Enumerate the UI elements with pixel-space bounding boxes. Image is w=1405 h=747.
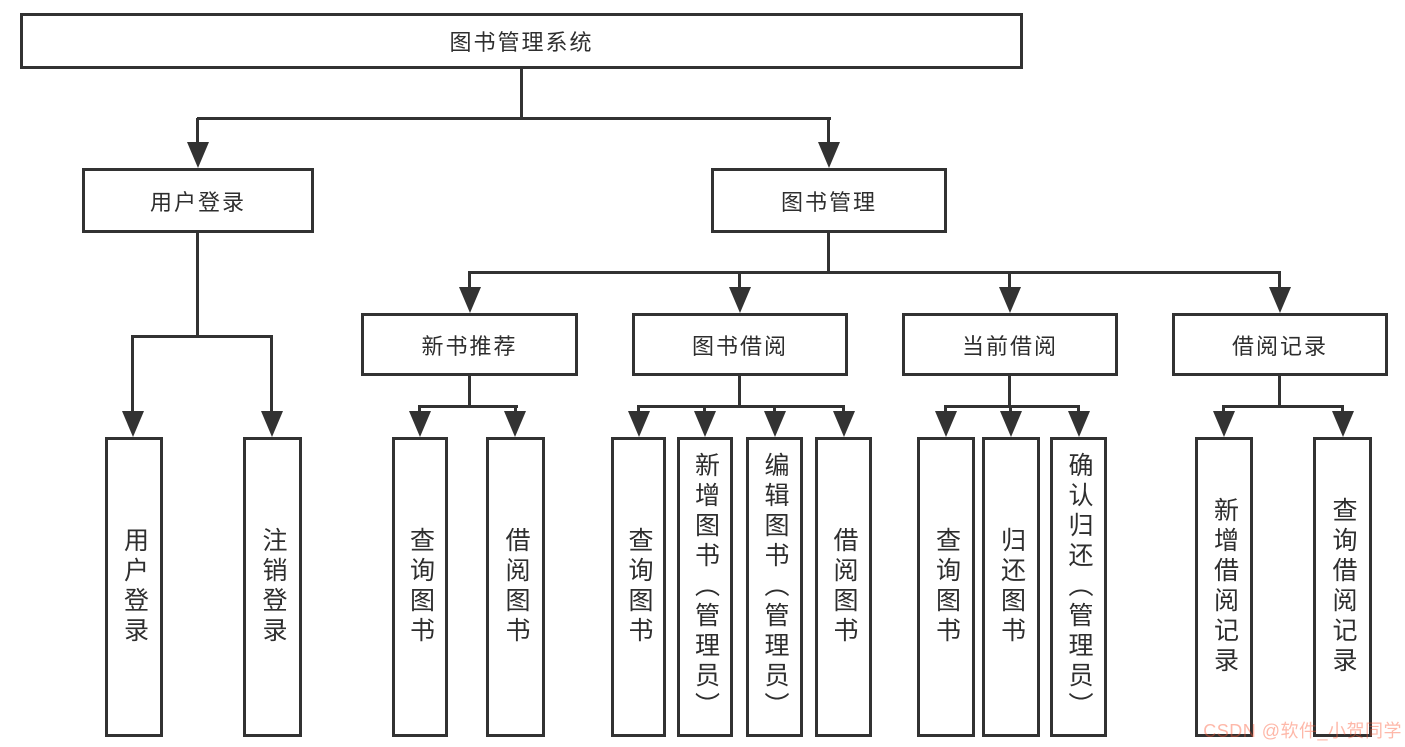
node-query-books: 查询图书 bbox=[917, 437, 975, 737]
connector-line bbox=[703, 405, 706, 415]
node-add-borrow-record: 新增借阅记录 bbox=[1195, 437, 1253, 737]
node-label: 新增图书（管理员） bbox=[691, 452, 720, 722]
node-label: 注销登录 bbox=[259, 527, 287, 647]
node-book-borrow: 图书借阅 bbox=[632, 313, 848, 376]
node-label: 确认归还（管理员） bbox=[1065, 452, 1093, 722]
node-borrow-books: 借阅图书 bbox=[486, 437, 545, 737]
arrow-down-icon bbox=[694, 411, 716, 437]
node-user-login-leaf: 用户登录 bbox=[105, 437, 163, 737]
arrow-down-icon bbox=[1000, 411, 1022, 437]
node-current-borrow: 当前借阅 bbox=[902, 313, 1118, 376]
connector-line bbox=[1222, 405, 1225, 415]
node-label: 借阅记录 bbox=[1231, 333, 1328, 359]
node-label: 查询图书 bbox=[625, 527, 653, 647]
node-logout: 注销登录 bbox=[243, 437, 302, 737]
connector-line bbox=[468, 271, 471, 289]
node-label: 查询图书 bbox=[406, 527, 435, 647]
node-borrow-records: 借阅记录 bbox=[1172, 313, 1388, 376]
arrow-down-icon bbox=[187, 142, 209, 168]
node-user-login: 用户登录 bbox=[82, 168, 314, 233]
node-label: 图书管理 bbox=[780, 189, 877, 215]
arrow-down-icon bbox=[1332, 411, 1354, 437]
node-query-books: 查询图书 bbox=[611, 437, 666, 737]
node-label: 用户登录 bbox=[149, 189, 246, 215]
connector-line bbox=[1278, 271, 1281, 289]
node-label: 新增借阅记录 bbox=[1210, 497, 1239, 677]
connector-line bbox=[469, 271, 1281, 274]
node-label: 当前借阅 bbox=[961, 333, 1058, 359]
arrow-down-icon bbox=[999, 287, 1021, 313]
connector-line bbox=[738, 271, 741, 289]
arrow-down-icon bbox=[764, 411, 786, 437]
connector-line bbox=[827, 232, 830, 274]
connector-line bbox=[1222, 405, 1344, 408]
node-confirm-return-admin: 确认归还（管理员） bbox=[1050, 437, 1107, 737]
arrow-down-icon bbox=[261, 411, 283, 437]
connector-line bbox=[418, 405, 518, 408]
node-label: 查询图书 bbox=[932, 527, 961, 647]
connector-line bbox=[514, 405, 517, 415]
node-label: 借阅图书 bbox=[502, 527, 530, 647]
connector-line bbox=[196, 232, 199, 338]
connector-line bbox=[773, 405, 776, 415]
node-label: 查询借阅记录 bbox=[1329, 497, 1357, 677]
arrow-down-icon bbox=[1068, 411, 1090, 437]
arrow-down-icon bbox=[833, 411, 855, 437]
connector-line bbox=[944, 405, 1080, 408]
node-edit-books-admin: 编辑图书（管理员） bbox=[746, 437, 803, 737]
connector-line bbox=[468, 376, 471, 408]
node-label: 编辑图书（管理员） bbox=[761, 452, 789, 722]
arrow-down-icon bbox=[1213, 411, 1235, 437]
connector-line bbox=[738, 376, 741, 408]
connector-line bbox=[520, 69, 523, 119]
connector-line bbox=[196, 118, 199, 145]
node-new-book-recommend: 新书推荐 bbox=[361, 313, 578, 376]
connector-line bbox=[270, 335, 273, 415]
arrow-down-icon bbox=[1269, 287, 1291, 313]
watermark: CSDN @软件_小贺同学 bbox=[1203, 721, 1402, 741]
connector-line bbox=[1341, 405, 1344, 415]
connector-line bbox=[197, 117, 831, 120]
node-query-borrow-record: 查询借阅记录 bbox=[1313, 437, 1372, 737]
arrow-down-icon bbox=[935, 411, 957, 437]
connector-line bbox=[131, 335, 273, 338]
node-label: 借阅图书 bbox=[830, 527, 858, 647]
arrow-down-icon bbox=[628, 411, 650, 437]
node-return-books: 归还图书 bbox=[982, 437, 1040, 737]
node-label: 新书推荐 bbox=[421, 333, 518, 359]
node-label: 图书借阅 bbox=[691, 333, 788, 359]
node-label: 用户登录 bbox=[120, 527, 149, 647]
arrow-down-icon bbox=[459, 287, 481, 313]
connector-line bbox=[1009, 405, 1012, 415]
node-label: 图书管理系统 bbox=[449, 30, 594, 55]
connector-line bbox=[1008, 376, 1011, 408]
arrow-down-icon bbox=[504, 411, 526, 437]
node-query-books: 查询图书 bbox=[392, 437, 448, 737]
connector-line bbox=[827, 118, 830, 145]
node-borrow-books: 借阅图书 bbox=[815, 437, 872, 737]
arrow-down-icon bbox=[729, 287, 751, 313]
connector-line bbox=[418, 405, 421, 415]
connector-line bbox=[1077, 405, 1080, 415]
node-label: 归还图书 bbox=[997, 527, 1026, 647]
arrow-down-icon bbox=[818, 142, 840, 168]
connector-line bbox=[842, 405, 845, 415]
connector-line bbox=[637, 405, 844, 408]
connector-line bbox=[131, 335, 134, 415]
connector-line bbox=[1278, 376, 1281, 408]
connector-line bbox=[637, 405, 640, 415]
arrow-down-icon bbox=[409, 411, 431, 437]
node-add-books-admin: 新增图书（管理员） bbox=[677, 437, 733, 737]
connector-line bbox=[944, 405, 947, 415]
node-book-management: 图书管理 bbox=[711, 168, 947, 233]
connector-line bbox=[1008, 271, 1011, 289]
node-root: 图书管理系统 bbox=[20, 13, 1023, 69]
arrow-down-icon bbox=[122, 411, 144, 437]
